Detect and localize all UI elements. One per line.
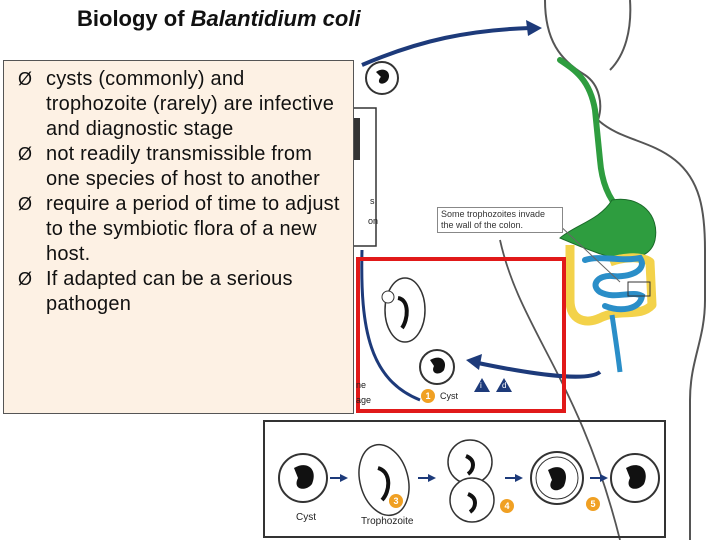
stage-fragment-1: ne — [356, 380, 367, 390]
bullet-text: not readily transmissible from one speci… — [46, 143, 320, 190]
bullet-marker: Ø — [18, 269, 33, 289]
strip-cyst-final — [610, 453, 660, 503]
bullet-text: If adapted can be a serious pathogen — [46, 268, 293, 315]
side-fragment-1: s — [370, 196, 375, 206]
highlight-frame — [356, 257, 566, 413]
trophozoite-frame — [381, 277, 426, 343]
title-species: Balantidium coli — [190, 6, 361, 31]
stomach — [559, 198, 657, 259]
step-number-4: 4 — [500, 499, 514, 513]
cyst-top — [365, 61, 399, 95]
strip-trophozoite-label: Trophozoite — [361, 516, 414, 527]
stage-strip — [263, 420, 666, 538]
stage-fragment-2: age — [356, 395, 372, 405]
strip-cyst-label: Cyst — [296, 512, 316, 523]
excretion-arrow — [477, 361, 602, 379]
bullet-marker: Ø — [18, 69, 33, 89]
bullet-marker: Ø — [18, 194, 33, 214]
slide-title: Biology of Balantidium coli — [77, 6, 361, 32]
side-fragment-2: on — [368, 216, 379, 226]
bullet-marker: Ø — [18, 144, 33, 164]
strip-trophozoite-2 — [447, 439, 495, 523]
rectum — [609, 314, 623, 373]
step-number-1: 1 — [421, 389, 435, 403]
title-prefix: Biology of — [77, 6, 191, 31]
colon-invasion-callout: Some trophozoites invade the wall of the… — [437, 207, 563, 233]
strip-cyst — [278, 453, 328, 503]
bullet-text: require a period of time to adjust to th… — [46, 193, 340, 265]
bullet-item: Ø If adapted can be a serious pathogen — [10, 267, 345, 317]
ingestion-arrow — [361, 26, 531, 67]
cycle-cyst-label: Cyst — [440, 391, 458, 401]
strip-cyst-forming — [530, 451, 584, 505]
esophagus — [557, 57, 623, 213]
bullet-text: cysts (commonly) and trophozoite (rarely… — [46, 68, 335, 140]
badge-d: d — [502, 381, 507, 390]
cyst-frame — [419, 349, 455, 385]
human-arm-line — [499, 239, 621, 540]
human-silhouette-back — [609, 0, 632, 71]
step-number-3: 3 — [389, 494, 403, 508]
small-intestine — [582, 254, 646, 313]
left-cycle-arrow — [360, 249, 421, 402]
badge-i: i — [480, 381, 482, 390]
step-number-5: 5 — [586, 497, 600, 511]
human-silhouette — [544, 0, 706, 540]
strip-trophozoite-1 — [358, 443, 410, 517]
